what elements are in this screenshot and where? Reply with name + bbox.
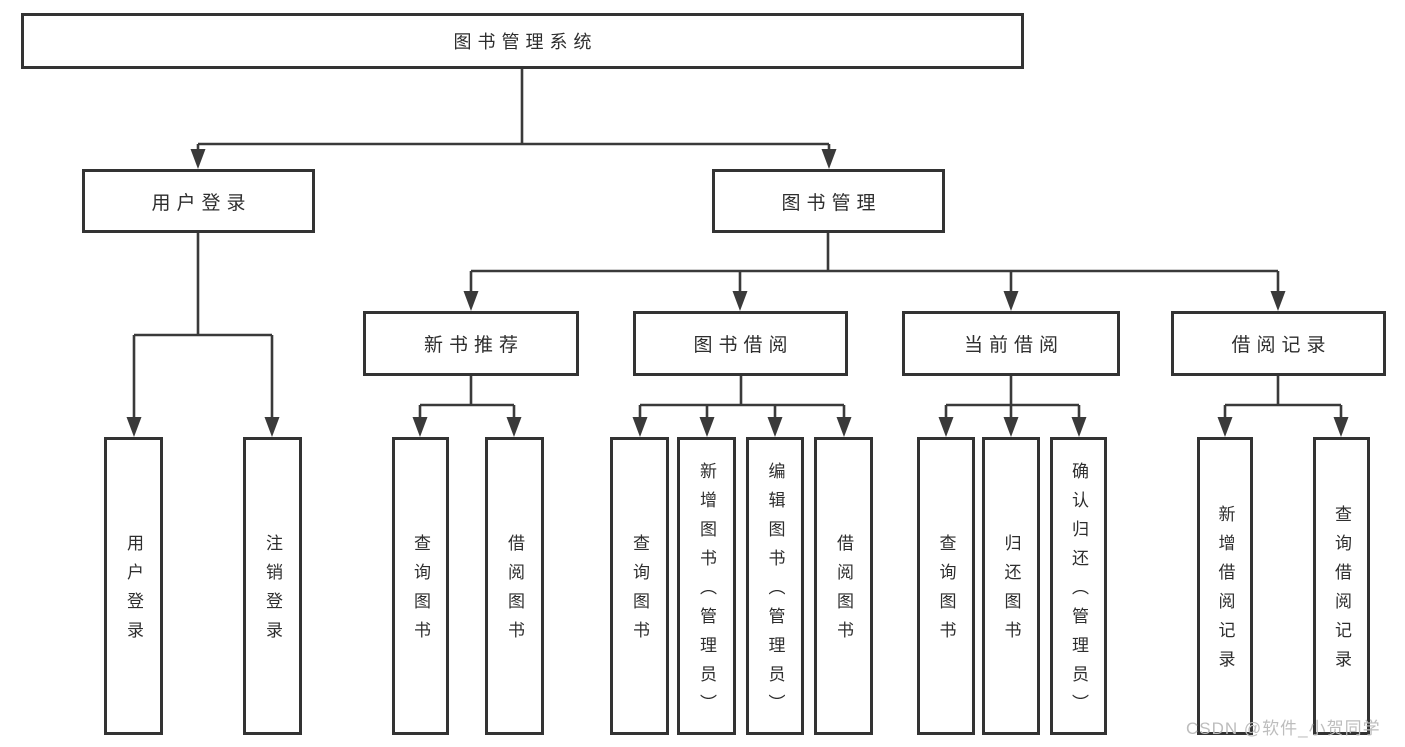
node-label: 新书推荐 (423, 335, 524, 356)
node-label: 借阅图书 (834, 534, 853, 650)
node-borrowing-records: 借阅记录 (1171, 311, 1386, 376)
leaf-borrow-books: 借阅图书 (814, 437, 873, 735)
node-label: 归还图书 (1001, 534, 1021, 650)
leaf-borrow-books: 借阅图书 (485, 437, 544, 735)
node-label: 注销登录 (263, 534, 282, 650)
node-label: 确认归还（管理员） (1069, 461, 1088, 723)
leaf-query-borrow-record: 查询借阅记录 (1313, 437, 1370, 735)
node-label: 新增图书（管理员） (697, 461, 716, 723)
node-label: 查询图书 (936, 534, 956, 650)
leaf-add-book-admin: 新增图书（管理员） (677, 437, 736, 735)
node-book-system-root: 图书管理系统 (21, 13, 1024, 69)
node-label: 图书管理 (781, 192, 882, 214)
node-current-borrowing: 当前借阅 (902, 311, 1120, 376)
node-new-book-recommend: 新书推荐 (363, 311, 579, 376)
node-label: 当前借阅 (963, 335, 1064, 356)
node-label: 图书借阅 (693, 335, 794, 356)
leaf-add-borrow-record: 新增借阅记录 (1197, 437, 1253, 735)
node-label: 借阅记录 (1231, 335, 1332, 356)
node-label: 用户登录 (124, 534, 143, 650)
node-label: 查询图书 (630, 534, 649, 650)
leaf-query-books: 查询图书 (392, 437, 449, 735)
node-label: 查询图书 (411, 534, 430, 650)
node-book-borrowing: 图书借阅 (633, 311, 848, 376)
leaf-logout: 注销登录 (243, 437, 302, 735)
node-label: 查询借阅记录 (1332, 505, 1351, 679)
node-label: 编辑图书（管理员） (765, 461, 785, 723)
leaf-return-book: 归还图书 (982, 437, 1040, 735)
leaf-query-books: 查询图书 (917, 437, 975, 735)
node-user-login: 用户登录 (82, 169, 315, 233)
leaf-confirm-return-admin: 确认归还（管理员） (1050, 437, 1107, 735)
node-book-management: 图书管理 (712, 169, 945, 233)
leaf-user-login: 用户登录 (104, 437, 163, 735)
node-label: 用户登录 (151, 192, 252, 214)
csdn-watermark: CSDN @软件_小贺同学 (1186, 719, 1381, 738)
leaf-query-books: 查询图书 (610, 437, 669, 735)
node-label: 新增借阅记录 (1215, 505, 1235, 679)
leaf-edit-book-admin: 编辑图书（管理员） (746, 437, 804, 735)
node-label: 图书管理系统 (453, 32, 598, 52)
node-label: 借阅图书 (505, 534, 524, 650)
